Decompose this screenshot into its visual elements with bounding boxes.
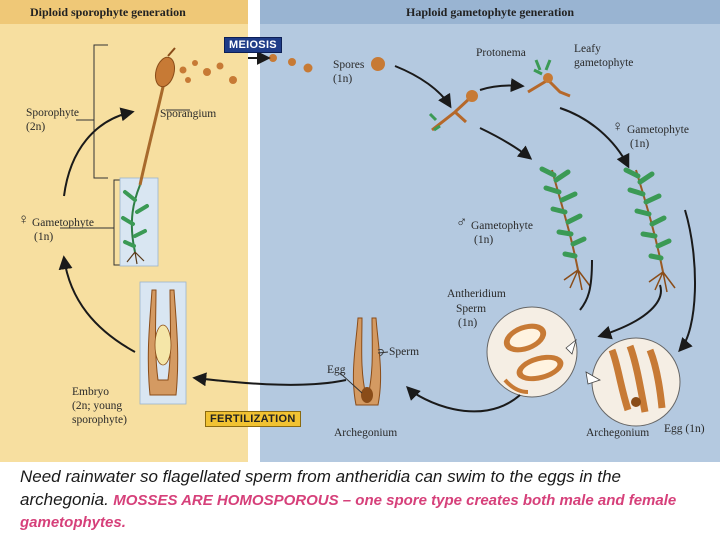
label-gametophyte-right-ploidy: (1n) [630,138,650,150]
diploid-header: Diploid sporophyte generation [30,5,186,19]
label-spores-ploidy: (1n) [333,73,353,85]
label-sperm-2: Sperm [389,346,420,358]
label-embryo: Embryo [72,386,110,398]
cycle-arrows [58,51,697,413]
haploid-header: Haploid gametophyte generation [406,5,574,19]
male-leafy-gametophyte [539,166,591,291]
caption-line-1: Need rainwater so flagellated sperm from… [20,467,621,509]
protonema [428,90,478,132]
label-sporophyte-ploidy: (2n) [26,121,46,133]
sporophyte-plant [119,47,237,267]
label-archegonium-1: Archegonium [334,427,398,439]
label-leafy-1: Leafy [574,43,601,55]
leafy-gametophyte-sprout [527,59,571,98]
spore [371,57,385,71]
label-sperm-1-ploidy: (1n) [458,317,478,329]
label-sporophyte: Sporophyte [26,107,80,119]
label-gametophyte-male: Gametophyte [471,220,533,232]
label-egg-2: Egg (1n) [664,423,705,435]
label-gametophyte-left: Gametophyte [32,217,94,229]
label-embryo-detail-2: sporophyte) [72,414,127,426]
caption-line-2: MOSSES ARE HOMOSPOROUS – one spore type … [20,492,677,531]
label-embryo-detail-1: (2n; young [72,400,123,412]
gametophyte-bracket [113,179,124,266]
label-gametophyte-left-ploidy: (1n) [34,231,54,243]
male-symbol-icon: ♂ [456,215,468,231]
haploid-header-bar [260,0,720,24]
label-antheridium: Antheridium [447,288,506,300]
fertilization-tag: FERTILIZATION [205,411,301,427]
diploid-header-bar [0,0,248,24]
label-sperm-1: Sperm [456,303,487,315]
antheridium-closeup [486,306,578,398]
label-protonema: Protonema [476,47,526,59]
label-leafy-2: gametophyte [574,57,634,69]
moss-life-cycle-diagram [0,0,720,462]
archegonium-closeup [591,337,681,427]
archegonium-with-egg [352,317,384,406]
female-leafy-gametophyte [623,167,676,293]
embryo-in-archegonium [139,281,187,405]
female-symbol-left-icon: ♀ [18,212,30,228]
sporophyte-bracket [93,44,108,179]
panel-divider [248,0,260,462]
label-egg-1: Egg [327,364,346,376]
female-symbol-right-icon: ♀ [612,119,624,135]
label-spores: Spores [333,59,365,71]
caption: Need rainwater so flagellated sperm from… [20,466,710,534]
meiosis-tag: MEIOSIS [224,37,282,53]
label-archegonium-2: Archegonium [586,427,650,439]
label-sporangium: Sporangium [160,108,217,120]
label-gametophyte-male-ploidy: (1n) [474,234,494,246]
label-gametophyte-right: Gametophyte [627,124,689,136]
